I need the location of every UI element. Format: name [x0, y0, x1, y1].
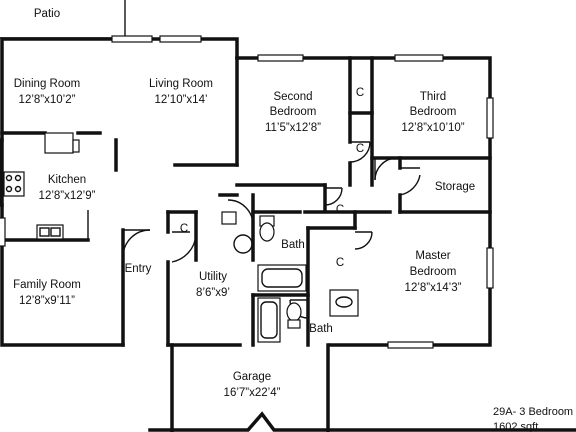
master-bedroom-name-2: Bedroom [410, 266, 457, 278]
patio [0, 0, 126, 39]
master-bedroom-name-1: Master [415, 250, 450, 262]
kitchen-dim: 12’8”x12’9” [39, 190, 96, 202]
second-bedroom-name-1: Second [273, 91, 312, 103]
stove-icon [3, 171, 25, 197]
family-room-name: Family Room [13, 279, 81, 291]
master-tub-icon [257, 297, 281, 343]
windows [0, 35, 494, 349]
closet-label: C [336, 257, 344, 269]
closet-label: C [180, 223, 188, 235]
refrigerator-icon [44, 132, 80, 154]
family-room-dim: 12’8”x9’11” [19, 295, 75, 307]
fixtures [3, 132, 359, 343]
plan-caption: 29A- 3 Bedroom 1602 sqft [493, 406, 573, 432]
storage-label: Storage [435, 181, 475, 193]
third-bedroom-name-2: Bedroom [410, 106, 457, 118]
kitchen-sink-icon [36, 224, 64, 240]
dining-room-dim: 12’8”x10’2” [19, 94, 76, 106]
master-bath-label: Bath [309, 323, 333, 335]
garage-door [148, 411, 576, 432]
utility-name: Utility [199, 271, 227, 283]
garage-dim: 16’7”x22’4” [224, 387, 281, 399]
second-bedroom-name-2: Bedroom [270, 106, 317, 118]
entry-label: Entry [125, 263, 152, 275]
dryer-icon [233, 234, 253, 254]
third-bedroom-name-1: Third [420, 91, 446, 103]
bathtub-icon [257, 264, 307, 292]
bath-sink-icon [329, 289, 359, 317]
living-room-dim: 12’10”x14’ [154, 94, 207, 106]
toilet-icon [259, 215, 275, 242]
master-toilet-icon [286, 302, 302, 329]
third-bedroom-dim: 12’8”x10’10” [401, 122, 464, 134]
closet-label: C [356, 87, 364, 99]
dining-room-name: Dining Room [14, 78, 80, 90]
second-bedroom-dim: 11’5”x12’8” [265, 122, 321, 134]
area-label: 1602 sqft [493, 421, 538, 432]
master-bedroom-dim: 12’8”x14’3” [405, 282, 462, 294]
closet-label: C [356, 143, 364, 155]
bath-label: Bath [281, 239, 305, 251]
garage-name: Garage [233, 371, 271, 383]
washer-icon [221, 211, 237, 225]
closet-label: C [336, 204, 344, 216]
room-labels: Patio Dining Room 12’8”x10’2” Living Roo… [13, 8, 475, 399]
kitchen-name: Kitchen [48, 174, 86, 186]
model-label: 29A- 3 Bedroom [493, 406, 573, 418]
patio-label: Patio [34, 8, 60, 20]
utility-dim: 8’6”x9’ [196, 287, 230, 299]
living-room-name: Living Room [149, 78, 213, 90]
